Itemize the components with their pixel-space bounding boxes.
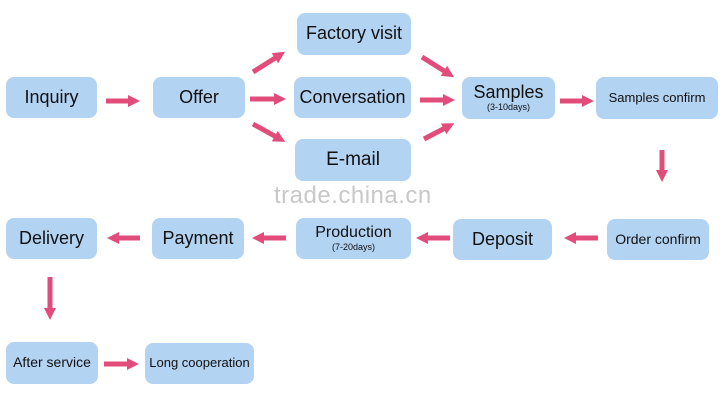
node-label: Payment — [162, 227, 234, 248]
arrow-offer-factory-visit — [251, 51, 286, 75]
node-factory-visit: Factory visit — [297, 13, 411, 55]
node-deposit: Deposit — [453, 219, 552, 260]
node-long-cooperation: Long cooperation — [145, 343, 254, 384]
node-label: E-mail — [326, 148, 380, 170]
node-label: Delivery — [18, 227, 84, 248]
node-delivery: Delivery — [6, 218, 97, 259]
arrow-factory-visit-samples — [420, 54, 455, 78]
node-email: E-mail — [295, 139, 411, 181]
node-label: Samples — [473, 81, 544, 102]
node-order-confirm: Order confirm — [607, 219, 709, 260]
node-label: After service — [13, 354, 91, 371]
node-sublabel: (3-10days) — [486, 102, 531, 113]
node-offer: Offer — [153, 77, 245, 118]
node-samples-confirm: Samples confirm — [596, 77, 718, 119]
watermark: trade.china.cn — [274, 182, 432, 209]
node-label: Order confirm — [615, 230, 701, 247]
arrow-offer-email — [251, 121, 286, 142]
arrow-email-samples — [422, 123, 455, 142]
node-production: Production (7-20days) — [296, 218, 411, 259]
node-label: Offer — [179, 86, 219, 107]
node-label: Inquiry — [24, 86, 79, 107]
node-label: Samples confirm — [608, 89, 706, 105]
node-payment: Payment — [152, 218, 244, 259]
node-conversation: Conversation — [294, 77, 411, 118]
node-label: Production — [315, 224, 392, 242]
node-after-service: After service — [6, 342, 98, 384]
node-label: Deposit — [471, 228, 534, 249]
node-label: Conversation — [299, 86, 406, 107]
node-sublabel: (7-20days) — [331, 241, 376, 252]
node-samples: Samples (3-10days) — [462, 77, 555, 119]
node-inquiry: Inquiry — [6, 77, 97, 118]
node-label: Long cooperation — [149, 355, 250, 371]
node-label: Factory visit — [305, 23, 402, 44]
